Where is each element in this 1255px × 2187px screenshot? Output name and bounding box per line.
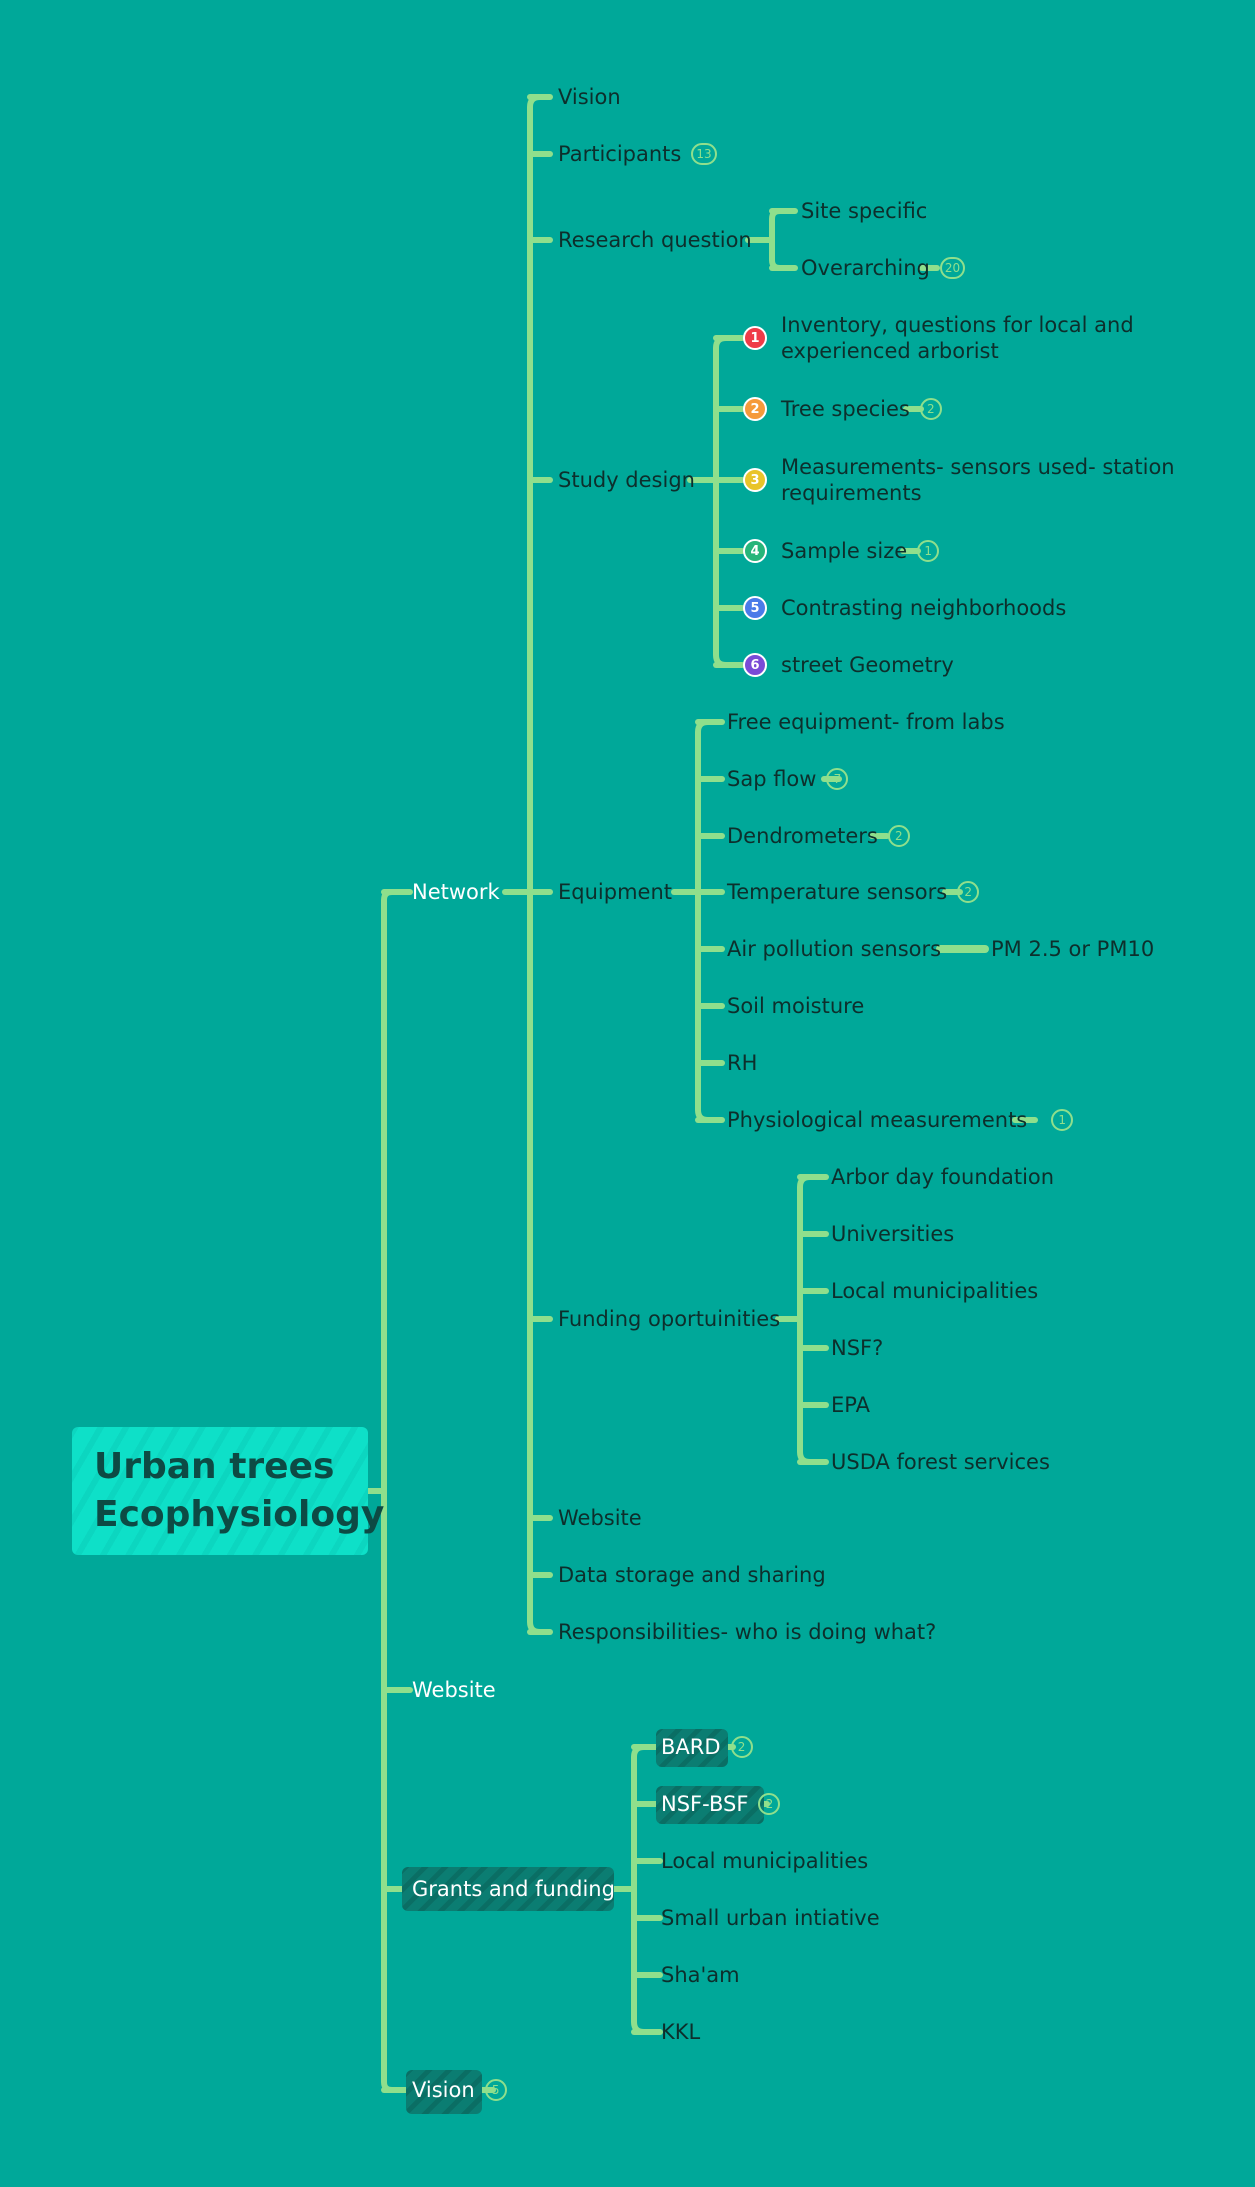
topic-funding-opportunities[interactable]: Funding oportuinities [558, 1307, 781, 1331]
topic-website[interactable]: Website [558, 1506, 642, 1530]
topic-site-specific[interactable]: Site specific [801, 199, 928, 223]
topic-small-urban-initiative[interactable]: Small urban intiative [661, 1906, 880, 1930]
topic-vision[interactable]: Vision [558, 85, 621, 109]
topic-inventory[interactable]: Inventory, questions for local and exper… [781, 313, 1134, 363]
priority-5-icon: 5 [743, 596, 767, 620]
topic-nsf-bsf[interactable]: NSF-BSF 2 [661, 1791, 781, 1817]
comment-count-badge[interactable]: 2 [887, 825, 910, 847]
comment-count-badge[interactable]: 2 [919, 398, 942, 420]
topic-sap-flow[interactable]: Sap flow 7 [727, 766, 849, 792]
comment-count-badge[interactable]: 2 [957, 881, 980, 903]
topic-epa[interactable]: EPA [831, 1393, 870, 1417]
topic-participants[interactable]: Participants 13 [558, 141, 717, 167]
topic-soil-moisture[interactable]: Soil moisture [727, 994, 865, 1018]
topic-physiological-measurements[interactable]: Physiological measurements 1 [727, 1107, 1074, 1133]
topic-air-pollution-sensors[interactable]: Air pollution sensors [727, 937, 942, 961]
topic-bard[interactable]: BARD 2 [661, 1734, 753, 1760]
topic-local-municipalities[interactable]: Local municipalities [831, 1279, 1039, 1303]
topic-temperature-sensors[interactable]: Temperature sensors 2 [727, 879, 980, 905]
priority-4-icon: 4 [743, 539, 767, 563]
comment-count-badge[interactable]: 13 [691, 143, 717, 165]
topic-measurements[interactable]: Measurements- sensors used- station requ… [781, 455, 1175, 505]
topic-pm-2-5-or-pm10[interactable]: PM 2.5 or PM10 [991, 937, 1155, 961]
comment-count-badge[interactable]: 7 [826, 768, 849, 790]
topic-shaam[interactable]: Sha'am [661, 1963, 740, 1987]
comment-count-badge[interactable]: 2 [758, 1793, 781, 1815]
nsf-bsf-highlight [656, 1786, 764, 1824]
topic-nsf[interactable]: NSF? [831, 1336, 884, 1360]
branch-network[interactable]: Network [412, 880, 500, 904]
comment-count-badge[interactable]: 1 [917, 540, 940, 562]
central-topic-line2: Ecophysiology [94, 1494, 385, 1535]
central-topic[interactable]: Urban trees Ecophysiology [72, 1427, 385, 1555]
topic-sample-size[interactable]: Sample size 1 [781, 538, 940, 564]
topic-arbor-day-foundation[interactable]: Arbor day foundation [831, 1165, 1055, 1189]
branch-vision[interactable]: Vision 5 [412, 2077, 507, 2103]
topic-tree-species[interactable]: Tree species 2 [781, 396, 942, 422]
comment-count-badge[interactable]: 1 [1051, 1109, 1074, 1131]
topic-data-storage[interactable]: Data storage and sharing [558, 1563, 826, 1587]
central-topic-line1: Urban trees [94, 1446, 335, 1487]
topic-universities[interactable]: Universities [831, 1222, 955, 1246]
grants-highlight [402, 1867, 614, 1911]
network-spine [527, 94, 543, 1635]
vision-highlight [406, 2070, 482, 2114]
main-branch-spine [381, 889, 395, 2093]
priority-6-icon: 6 [743, 653, 767, 677]
topic-free-equipment[interactable]: Free equipment- from labs [727, 710, 1005, 734]
priority-1-icon: 1 [743, 326, 767, 350]
topic-rh[interactable]: RH [727, 1051, 758, 1075]
topic-research-question[interactable]: Research question [558, 228, 752, 252]
priority-2-icon: 2 [743, 397, 767, 421]
branch-website[interactable]: Website [412, 1678, 496, 1702]
topic-responsibilities[interactable]: Responsibilities- who is doing what? [558, 1620, 937, 1644]
bard-highlight [656, 1729, 728, 1767]
comment-count-badge[interactable]: 2 [730, 1736, 753, 1758]
comment-count-badge[interactable]: 5 [484, 2079, 507, 2101]
topic-kkl[interactable]: KKL [661, 2020, 701, 2044]
topic-usda-forest-services[interactable]: USDA forest services [831, 1450, 1050, 1474]
topic-contrasting-neighborhoods[interactable]: Contrasting neighborhoods [781, 596, 1067, 620]
topic-dendrometers[interactable]: Dendrometers 2 [727, 823, 910, 849]
topic-study-design[interactable]: Study design [558, 468, 695, 492]
topic-overarching[interactable]: Overarching 20 [801, 255, 966, 281]
branch-grants-and-funding[interactable]: Grants and funding [412, 1877, 615, 1901]
topic-grants-local-municipalities[interactable]: Local municipalities [661, 1849, 869, 1873]
topic-equipment[interactable]: Equipment [558, 880, 672, 904]
comment-count-badge[interactable]: 20 [939, 257, 966, 279]
topic-street-geometry[interactable]: street Geometry [781, 653, 954, 677]
priority-3-icon: 3 [743, 468, 767, 492]
